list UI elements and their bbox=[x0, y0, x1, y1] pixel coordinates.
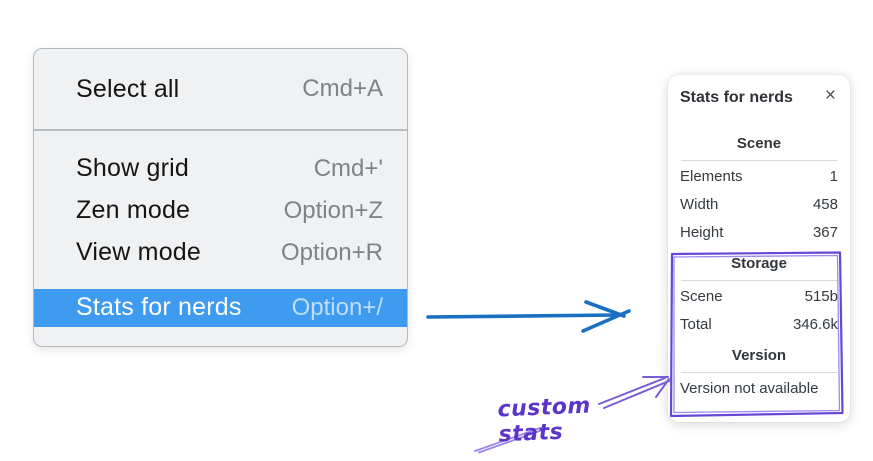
menu-item-label: Select all bbox=[76, 74, 180, 103]
menu-item-zen-mode[interactable]: Zen mode Option+Z bbox=[34, 190, 407, 232]
section-heading-storage: Storage bbox=[731, 255, 787, 272]
stat-value: 346.6k bbox=[792, 316, 838, 333]
stat-label: Scene bbox=[680, 288, 723, 305]
section-heading-version: Version bbox=[731, 347, 787, 364]
menu-item-shortcut: Cmd+A bbox=[302, 75, 383, 102]
stats-panel: Stats for nerds × Scene Elements 1 Width… bbox=[668, 75, 850, 422]
menu-item-label: Show grid bbox=[76, 154, 189, 182]
stat-value: 458 bbox=[812, 196, 838, 213]
custom-stats-annotation: custom stats bbox=[496, 393, 592, 448]
menu-divider bbox=[34, 129, 407, 131]
version-note: Version not available bbox=[680, 380, 819, 397]
close-icon[interactable]: × bbox=[824, 85, 836, 106]
menu-item-stats-for-nerds[interactable]: Stats for nerds Option+/ bbox=[34, 288, 407, 327]
stat-value: 367 bbox=[812, 224, 838, 241]
section-rule bbox=[681, 280, 837, 281]
menu-item-shortcut: Option+Z bbox=[283, 196, 383, 224]
stat-value: 515b bbox=[804, 288, 838, 305]
stat-row-width: Width 458 bbox=[680, 191, 838, 219]
menu-item-shortcut: Option+R bbox=[280, 238, 383, 266]
blue-arrow bbox=[426, 300, 631, 333]
menu-item-label: View mode bbox=[76, 238, 202, 266]
menu-item-shortcut: Cmd+' bbox=[313, 154, 383, 182]
menu-item-view-mode[interactable]: View mode Option+R bbox=[34, 232, 407, 274]
menu-item-label: Stats for nerds bbox=[76, 293, 242, 321]
stat-value: 1 bbox=[829, 168, 838, 185]
stat-row-elements: Elements 1 bbox=[680, 163, 838, 191]
stats-panel-title: Stats for nerds bbox=[680, 89, 793, 106]
menu-item-label: Zen mode bbox=[76, 196, 191, 224]
context-menu: Select all Cmd+A Show grid Cmd+' Zen mod… bbox=[33, 48, 408, 347]
stat-label: Elements bbox=[680, 168, 743, 185]
section-rule bbox=[681, 372, 837, 373]
stat-row-height: Height 367 bbox=[680, 219, 838, 247]
stat-row-scene-storage: Scene 515b bbox=[680, 283, 838, 311]
menu-item-shortcut: Option+/ bbox=[291, 293, 383, 321]
stat-label: Height bbox=[680, 224, 724, 241]
stat-row-total-storage: Total 346.6k bbox=[680, 311, 838, 339]
section-heading-scene: Scene bbox=[736, 135, 782, 152]
section-rule bbox=[681, 160, 837, 161]
stat-label: Width bbox=[680, 196, 719, 213]
stat-label: Total bbox=[680, 316, 712, 333]
menu-item-select-all[interactable]: Select all Cmd+A bbox=[34, 68, 407, 110]
menu-item-show-grid[interactable]: Show grid Cmd+' bbox=[34, 148, 407, 190]
